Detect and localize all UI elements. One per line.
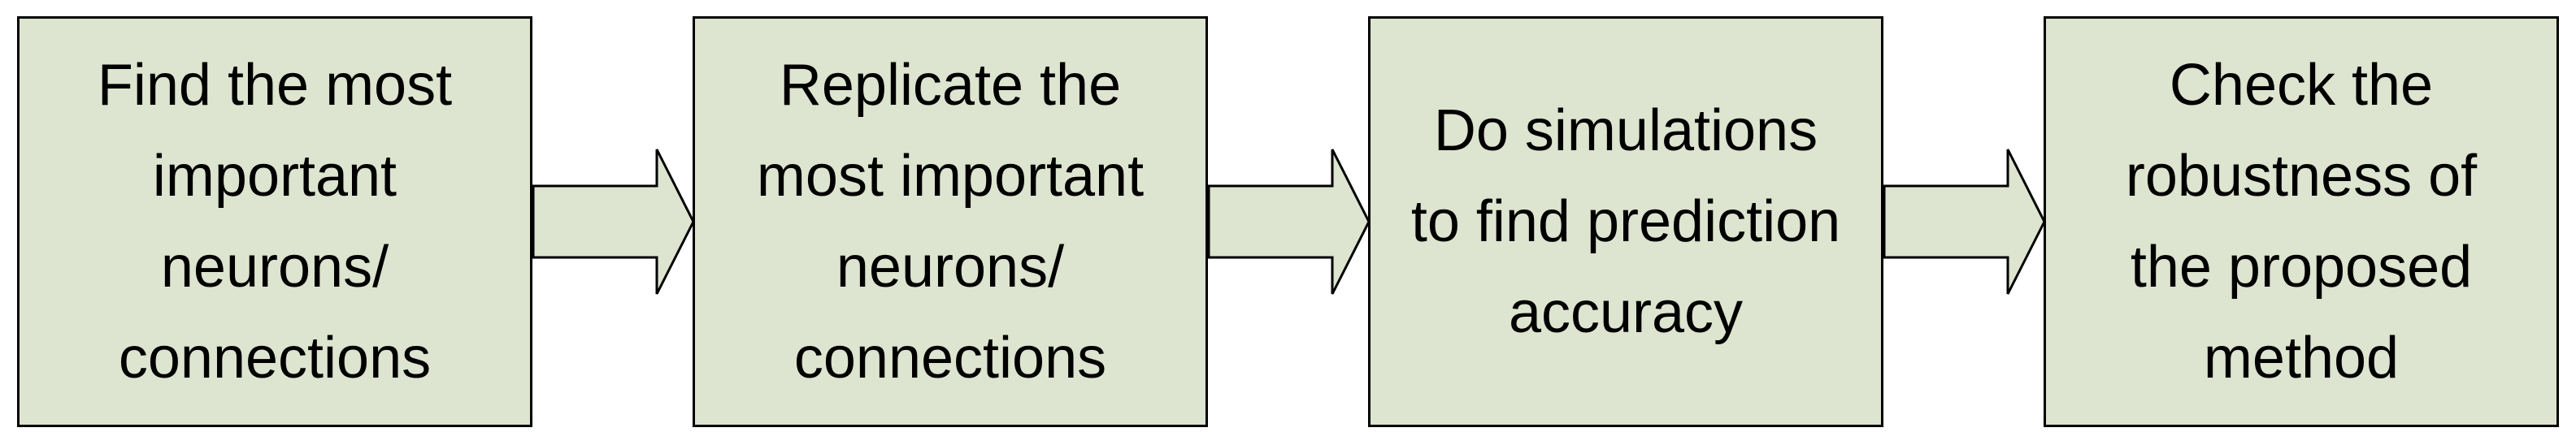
step-text: Check the robustness of the proposed met…: [2126, 40, 2477, 404]
step-line: neurons/: [836, 235, 1065, 300]
step-box-check-robustness: Check the robustness of the proposed met…: [2044, 16, 2559, 427]
step-line: Check the: [2169, 53, 2434, 118]
step-line: connections: [118, 326, 432, 391]
step-line: to find prediction: [1410, 189, 1841, 254]
step-box-do-simulations: Do simulations to find prediction accura…: [1368, 16, 1883, 427]
step-box-find-neurons: Find the most important neurons/ connect…: [17, 16, 532, 427]
step-line: robustness of: [2125, 144, 2478, 209]
arrow-right-icon: [532, 149, 695, 295]
step-line: method: [2203, 326, 2400, 391]
step-line: connections: [793, 326, 1107, 391]
step-line: important: [152, 144, 397, 209]
step-text: Replicate the most important neurons/ co…: [757, 40, 1144, 404]
step-line: Replicate the: [779, 53, 1122, 118]
step-line: Find the most: [97, 53, 453, 118]
step-text: Find the most important neurons/ connect…: [98, 40, 452, 404]
step-line: most important: [756, 144, 1145, 209]
step-line: neurons/: [160, 235, 389, 300]
arrow-right-icon: [1207, 149, 1371, 295]
arrow-right-icon: [1883, 149, 2046, 295]
step-line: accuracy: [1508, 280, 1744, 345]
step-line: the proposed: [2130, 235, 2473, 300]
step-line: Do simulations: [1433, 98, 1818, 163]
step-box-replicate-neurons: Replicate the most important neurons/ co…: [693, 16, 1208, 427]
step-text: Do simulations to find prediction accura…: [1411, 85, 1840, 358]
